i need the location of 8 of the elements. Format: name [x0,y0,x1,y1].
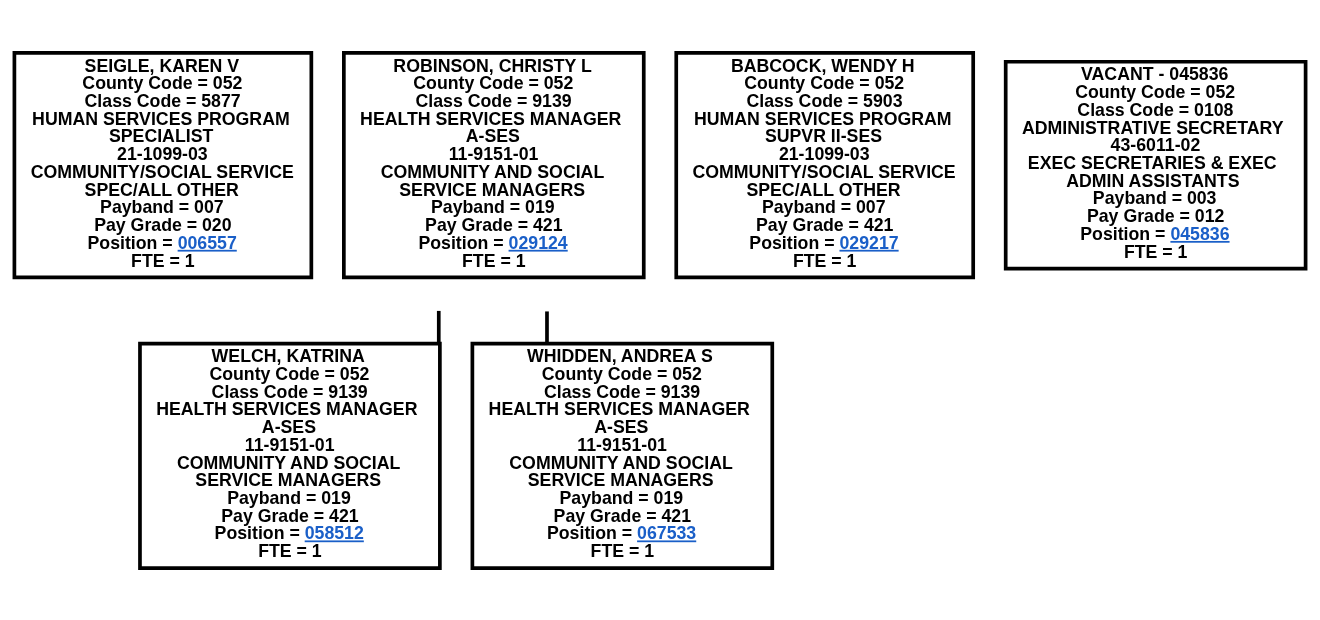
node-box: WHIDDEN, ANDREA S County Code = 052 Class Code = 9139 HEALTH SERVICES MANAGER A-SES 11-9151-01 COMMUNITY AND SOCIAL SERVICE MANAGERS Payband = 019 Pay Grade = 421 Position = 067533 FTE = 1 [470,341,775,570]
node-box: WELCH, KATRINA County Code = 052 Class Code = 9139 HEALTH SERVICES MANAGER A-SES 11-9151-01 COMMUNITY AND SOCIAL SERVICE MANAGERS Payband = 019 Pay Grade = 421 Position = 058512 FTE = 1 [138,341,442,570]
connector [436,310,441,343]
node-box: BABCOCK, WENDY H County Code = 052 Class Code = 5903 HUMAN SERVICES PROGRAM SUPVR II-SES 21-1099-03 COMMUNITY/SOCIAL SERVICE SPEC/ALL OTHER Payband = 007 Pay Grade = 421 Position = 029217 FTE = 1 [674,50,976,279]
connector [545,310,549,343]
node-box: ROBINSON, CHRISTY L County Code = 052 Class Code = 9139 HEALTH SERVICES MANAGER A-SES 11-9151-01 COMMUNITY AND SOCIAL SERVICE MANAGERS Payband = 019 Pay Grade = 421 Position = 029124 FTE = 1 [342,50,646,279]
node-box: VACANT - 045836 County Code = 052 Class Code = 0108 ADMINISTRATIVE SECRETARY 43-6011-02 EXEC SECRETARIES & EXEC ADMIN ASSISTANTS Payband = 003 Pay Grade = 012 Position = 045836 FTE = 1 [1003,59,1308,270]
node-box: SEIGLE, KAREN V County Code = 052 Class Code = 5877 HUMAN SERVICES PROGRAM SPECIALIST 21-1099-03 COMMUNITY/SOCIAL SERVICE SPEC/ALL OTHER Payband = 007 Pay Grade = 020 Position = 006557 FTE = 1 [12,50,314,279]
